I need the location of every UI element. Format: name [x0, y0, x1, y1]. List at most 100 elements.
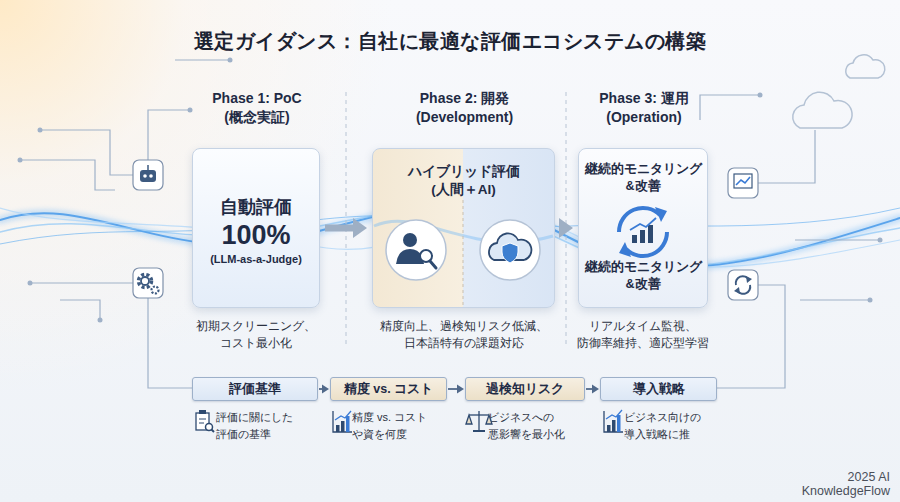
node-text: (LLM-as-a-Judge) [210, 253, 302, 265]
icon-circle [480, 220, 540, 280]
clipboard-clip [199, 410, 206, 414]
cycle-head [619, 242, 631, 257]
circuit-dot [188, 108, 193, 113]
cloud-symbol [846, 55, 885, 78]
circuit-line [800, 299, 870, 300]
cycle-arc [619, 208, 660, 232]
arrow-shaft [586, 388, 592, 390]
node-text: 継続的モニタリング &改善 [583, 161, 703, 195]
chart-screen [734, 174, 752, 188]
leader-line [148, 298, 192, 388]
clipboard-icon [196, 410, 214, 432]
scale-beam [469, 414, 489, 415]
magnifier-handle [430, 261, 436, 268]
step-box: 精度 vs. コスト [330, 377, 447, 401]
icon-frame [728, 270, 758, 300]
circuit-dot [758, 93, 763, 98]
bar [632, 235, 637, 243]
dashed-separator [566, 92, 567, 345]
circuit-line [60, 300, 100, 320]
gear-hub [141, 277, 149, 285]
magnifier-lens [206, 424, 213, 431]
circuit-dot [28, 281, 33, 286]
step-box: 過検知リスク [465, 377, 585, 401]
circuit-line [175, 59, 230, 60]
circuit-line [700, 95, 760, 120]
phase-box: Phase 3: 運用 (Operation)継続的モニタリング &改善継続的モ… [578, 148, 708, 308]
circuit-line [30, 282, 133, 283]
robot-icon [133, 160, 163, 190]
robot-antenna [147, 165, 149, 170]
scale-post [478, 411, 479, 431]
step-box: 評価基準 [192, 377, 318, 401]
bar [648, 225, 653, 243]
flow-arrow [325, 218, 367, 238]
node-text: 自動評価 [220, 195, 292, 219]
arrow-shaft [559, 225, 560, 232]
scale-pan [466, 415, 472, 424]
arrow-head [592, 385, 599, 394]
scale-pan [486, 415, 492, 424]
phase-description: 初期スクリーニング、 コスト最小化 [185, 318, 327, 351]
arrow-shaft [325, 225, 353, 232]
circuit-line [40, 130, 133, 175]
step-description: ビジネスへの 悪影響を最小化 [488, 409, 584, 442]
scale-base [473, 430, 485, 432]
node-text: 精度 vs. コスト [344, 381, 433, 398]
circuit-line [795, 239, 880, 240]
chart-axis [604, 411, 623, 432]
robot-head [140, 170, 156, 182]
flow-arrow [559, 218, 573, 238]
circuit-dot [98, 318, 103, 323]
bar [640, 230, 645, 243]
refresh-head [734, 287, 740, 294]
step-description: 精度 vs. コスト や資を何度 [352, 409, 448, 442]
phase-box: Phase 2: 開発 (Development)ハイブリッド評価 (人間＋AI… [372, 148, 555, 308]
circuit-lines [20, 60, 880, 388]
circuit-line [758, 130, 815, 183]
clipboard-line [199, 423, 204, 424]
person-body [396, 249, 424, 264]
icon-frame [133, 268, 163, 298]
chart-icon [728, 168, 758, 198]
circuit-dot [878, 238, 883, 243]
arrow-head [353, 218, 367, 238]
bar [617, 415, 621, 432]
wave-line [374, 221, 553, 242]
arrow-shaft [448, 388, 457, 390]
circuit-dots [18, 58, 883, 323]
robot-eye [149, 174, 153, 178]
phase-heading: Phase 1: PoC (概念実証) [192, 89, 322, 127]
node-text: ハイブリッド評価 (人間＋AI) [397, 163, 530, 199]
cycle-head [655, 207, 667, 222]
human-review-icon [386, 220, 446, 280]
bar [612, 420, 616, 432]
shield-symbol [502, 243, 518, 263]
robot-eye [143, 174, 147, 178]
cycle-icon [619, 207, 667, 257]
cycle-arc [626, 232, 667, 256]
half-divider [463, 200, 464, 305]
circuit-dot [18, 158, 23, 163]
flow-arrow [319, 385, 329, 394]
trend-line [335, 411, 351, 420]
circuit-dot [868, 298, 873, 303]
bar-chart-icon [333, 411, 352, 432]
dashed-separator [346, 92, 347, 345]
circuit-dot [38, 128, 43, 133]
bar [341, 421, 345, 432]
step-box: 導入戦略 [600, 377, 717, 401]
diagram-title: 選定ガイダンス：自社に最適な評価エコシステムの構築 [0, 28, 900, 55]
flow-arrow [448, 385, 464, 394]
node-text: 導入戦略 [633, 381, 685, 398]
icon-circle [386, 220, 446, 280]
circuit-line [20, 160, 115, 190]
circuit-line [148, 110, 190, 160]
node-text: 継続的モニタリング &改善 [583, 259, 703, 293]
phase-heading: Phase 2: 開発 (Development) [395, 89, 535, 127]
gear-teeth [139, 275, 152, 288]
